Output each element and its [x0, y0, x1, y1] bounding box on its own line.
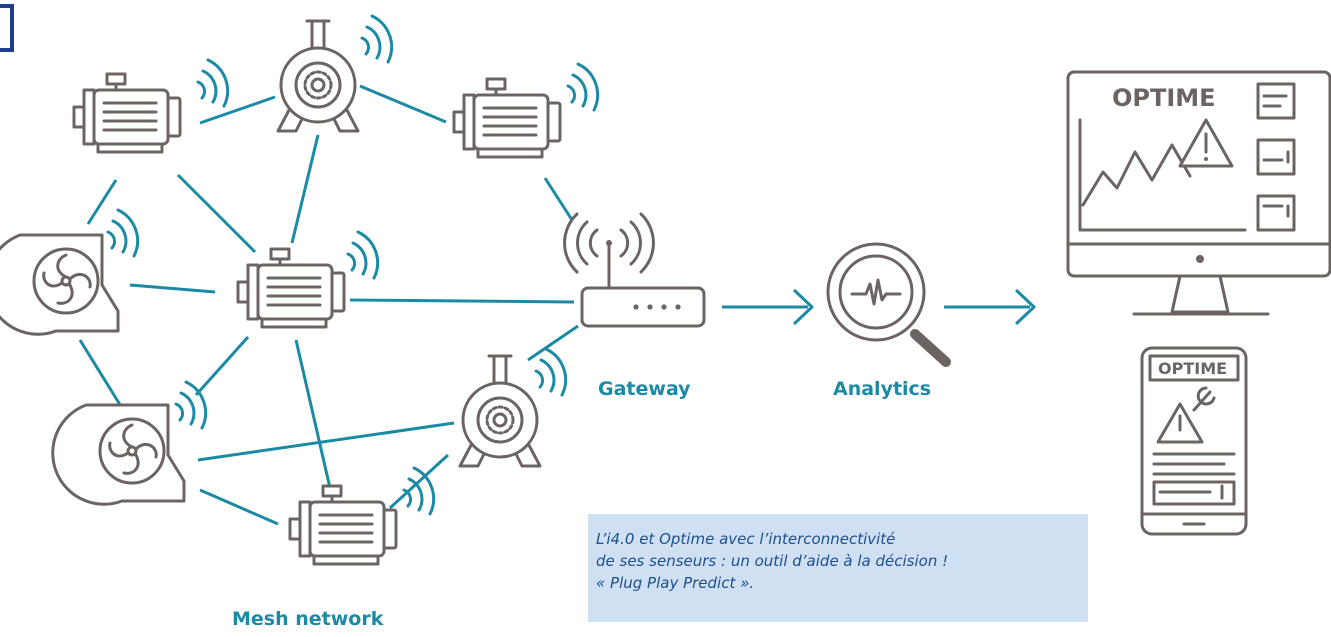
router-icon	[563, 212, 706, 328]
fan-icon	[51, 403, 186, 506]
motor-icon	[288, 484, 398, 566]
corner-mark	[0, 4, 14, 52]
caption-line: « Plug Play Predict ».	[596, 574, 755, 592]
caption-box: L’i4.0 et Optime avec l’interconnectivit…	[588, 514, 1088, 622]
motor-icon	[452, 77, 562, 159]
mesh-links	[78, 84, 579, 526]
analytics-label: Analytics	[833, 378, 932, 400]
wifi-waves-icon	[566, 62, 600, 112]
motor-icon	[236, 247, 346, 329]
pump-icon	[458, 354, 542, 468]
wifi-waves-icon	[196, 58, 230, 108]
caption-line: L’i4.0 et Optime avec l’interconnectivit…	[596, 530, 896, 548]
pump-icon	[276, 19, 360, 133]
arrow-right-icon	[722, 288, 814, 326]
wifi-waves-icon	[360, 14, 394, 64]
wifi-waves-icon	[534, 347, 568, 397]
analytics-magnifier-icon	[826, 242, 951, 367]
gateway-label: Gateway	[598, 378, 691, 400]
arrow-right-icon	[944, 288, 1036, 326]
monitor-brand-text: OPTIME	[1112, 84, 1216, 112]
wifi-waves-icon	[402, 466, 436, 516]
wifi-waves-icon	[346, 230, 380, 280]
fan-icon	[0, 233, 120, 336]
mesh-network-label: Mesh network	[232, 608, 384, 630]
motor-icon	[72, 72, 182, 154]
phone-brand-text: OPTIME	[1158, 359, 1227, 378]
caption-line: de ses senseurs : un outil d’aide à la d…	[596, 552, 949, 570]
wifi-waves-icon	[106, 208, 140, 258]
smartphone-icon: OPTIME	[1140, 346, 1248, 536]
monitor-icon: OPTIME	[1066, 70, 1331, 316]
